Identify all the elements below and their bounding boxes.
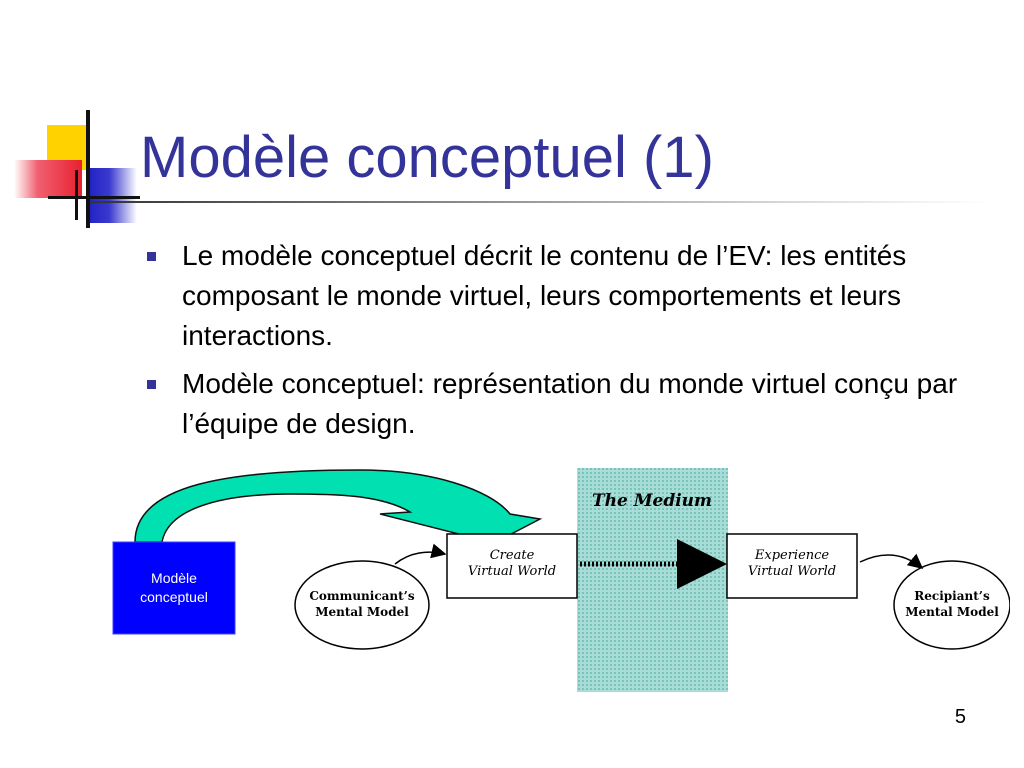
bullet-square-icon [147,252,156,261]
concept-model-box [112,541,236,635]
bullet-item: Modèle conceptuel: représentation du mon… [145,364,985,444]
slide-title: Modèle conceptuel (1) [140,125,714,190]
create-box-line2: Virtual World [468,564,556,579]
experience-box-line2: Virtual World [748,564,836,579]
experience-world-box [726,533,858,599]
decoration-red-bar [14,160,82,198]
page-number: 5 [954,706,966,728]
bullet-list: Le modèle conceptuel décrit le contenu d… [145,236,985,452]
communicant-mental-model [294,560,430,650]
recipient-line1: Recipiant’s [914,589,990,603]
concept-box-label-line1: Modèle [151,570,197,586]
curved-arrow-icon [134,469,543,544]
decoration-blue-square [87,168,137,223]
recipient-line2: Mental Model [905,605,999,619]
slide-decoration [0,0,140,240]
decoration-horizontal-line [48,196,140,199]
recipient-mental-model [893,560,1010,650]
communicant-line1: Communicant’s [309,589,414,603]
decoration-vertical-line [86,110,90,228]
experience-to-recipient-arrow [859,553,924,569]
title-underline [90,201,990,203]
communicant-line2: Mental Model [315,605,409,619]
bullet-square-icon [147,380,156,389]
concept-box-label-line2: conceptuel [140,589,208,605]
bullet-text: Modèle conceptuel: représentation du mon… [182,368,958,439]
communicant-to-create-arrow [394,543,447,565]
communication-diagram: The Medium Modèle conceptuel Create Virt… [112,468,1010,692]
create-world-box [446,533,578,599]
bullet-text: Le modèle conceptuel décrit le contenu d… [182,240,907,351]
create-box-line1: Create [490,548,535,563]
decoration-vertical-line-short [75,170,78,220]
medium-label: The Medium [592,491,712,511]
bullet-item: Le modèle conceptuel décrit le contenu d… [145,236,985,356]
experience-box-line1: Experience [754,548,830,563]
